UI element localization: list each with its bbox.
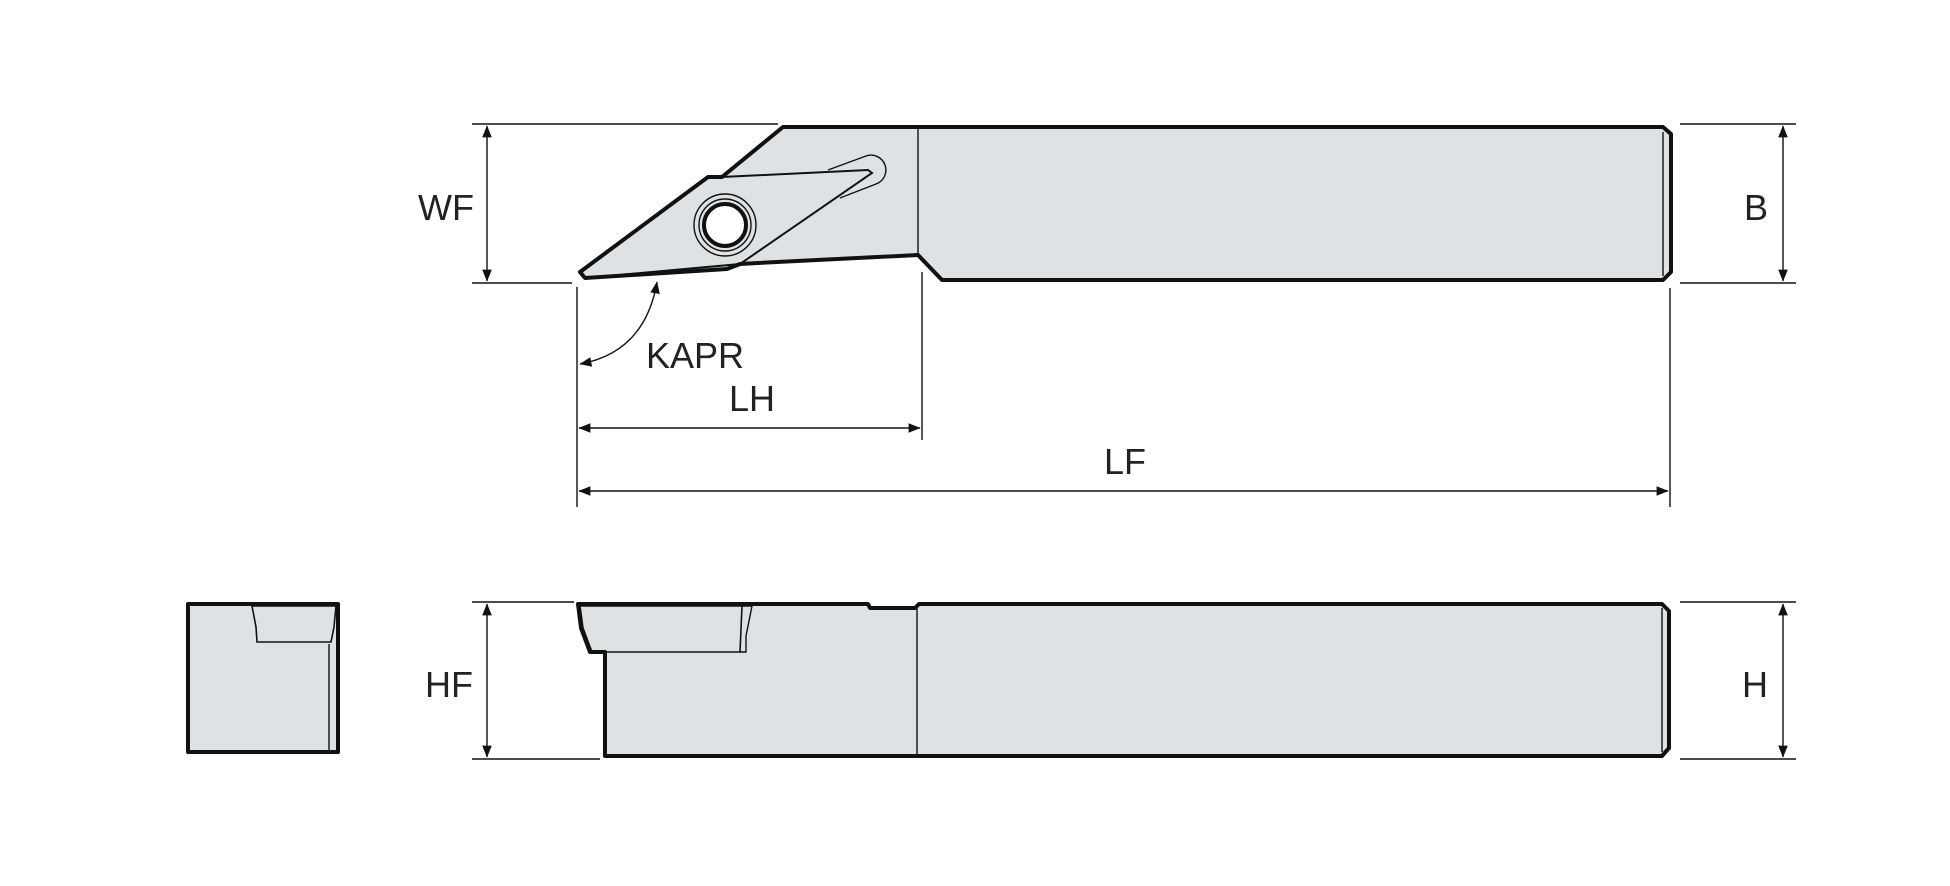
hf-label: HF [425, 664, 473, 705]
top-view-holder-body [578, 125, 1673, 282]
end-view-body [186, 602, 340, 754]
top-view-insert [578, 168, 874, 280]
top-view-clamp-slot [827, 154, 887, 199]
top-view [578, 125, 1673, 282]
side-view [576, 602, 1671, 758]
top-view-dimensions: WF B KAPR LH LF [418, 123, 1796, 507]
kapr-label: KAPR [646, 335, 744, 376]
h-label: H [1742, 664, 1768, 705]
b-label: B [1744, 187, 1768, 228]
end-view [186, 602, 340, 754]
kapr-angle-arc [579, 281, 660, 367]
side-view-insert [579, 605, 743, 653]
lf-label: LF [1104, 441, 1146, 482]
end-view-insert [251, 605, 337, 643]
side-view-dimensions: HF H [425, 601, 1796, 760]
wf-label: WF [418, 187, 474, 228]
side-view-shim [740, 605, 753, 653]
lh-label: LH [729, 378, 775, 419]
top-view-screw-ring [698, 198, 752, 252]
top-view-screw-outer [693, 193, 757, 257]
top-view-screw-head [702, 202, 748, 248]
